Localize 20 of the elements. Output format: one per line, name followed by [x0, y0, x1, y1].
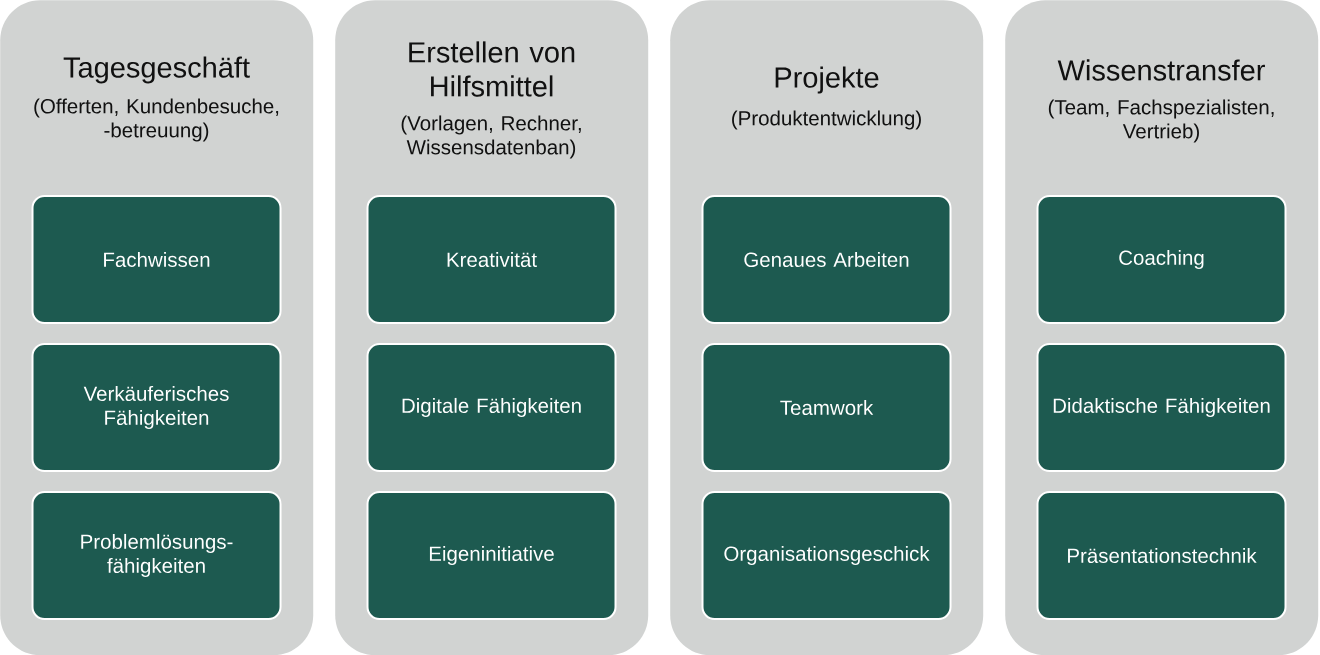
column-subtitle: (Offerten, Kundenbesuche, -betreuung) — [34, 98, 279, 142]
skill-box: Teamwork — [701, 343, 952, 472]
skill-box: Kreativität — [366, 195, 617, 324]
skill-box: Fachwissen — [31, 195, 282, 324]
column-subtitle: (Team, Fachspezialisten, Vertrieb) — [1048, 99, 1274, 143]
skill-box: Verkäuferisches Fähigkeiten — [31, 343, 282, 472]
skill-box: Organisationsgeschick — [701, 491, 952, 620]
column-heading: Projekte — [775, 66, 879, 94]
skill-box: Coaching — [1036, 195, 1287, 324]
column-heading: Erstellen von Hilfsmittel — [409, 41, 575, 97]
skill-box: Genaues Arbeiten — [701, 195, 952, 324]
column-heading: Tagesgeschäft — [63, 56, 250, 84]
skill-box: Eigeninitiative — [366, 491, 617, 620]
skill-box: Didaktische Fähigkeiten — [1036, 343, 1287, 472]
skill-box: Digitale Fähigkeiten — [366, 343, 617, 472]
column-heading: Wissenstransfer — [1057, 59, 1265, 81]
skill-box: Problemlösungs- fähigkeiten — [31, 491, 282, 620]
column-subtitle: (Produktentwicklung) — [732, 110, 921, 130]
column-subtitle: (Vorlagen, Rechner, Wissensdatenban) — [401, 115, 581, 159]
skill-box: Präsentationstechnik — [1036, 491, 1287, 620]
